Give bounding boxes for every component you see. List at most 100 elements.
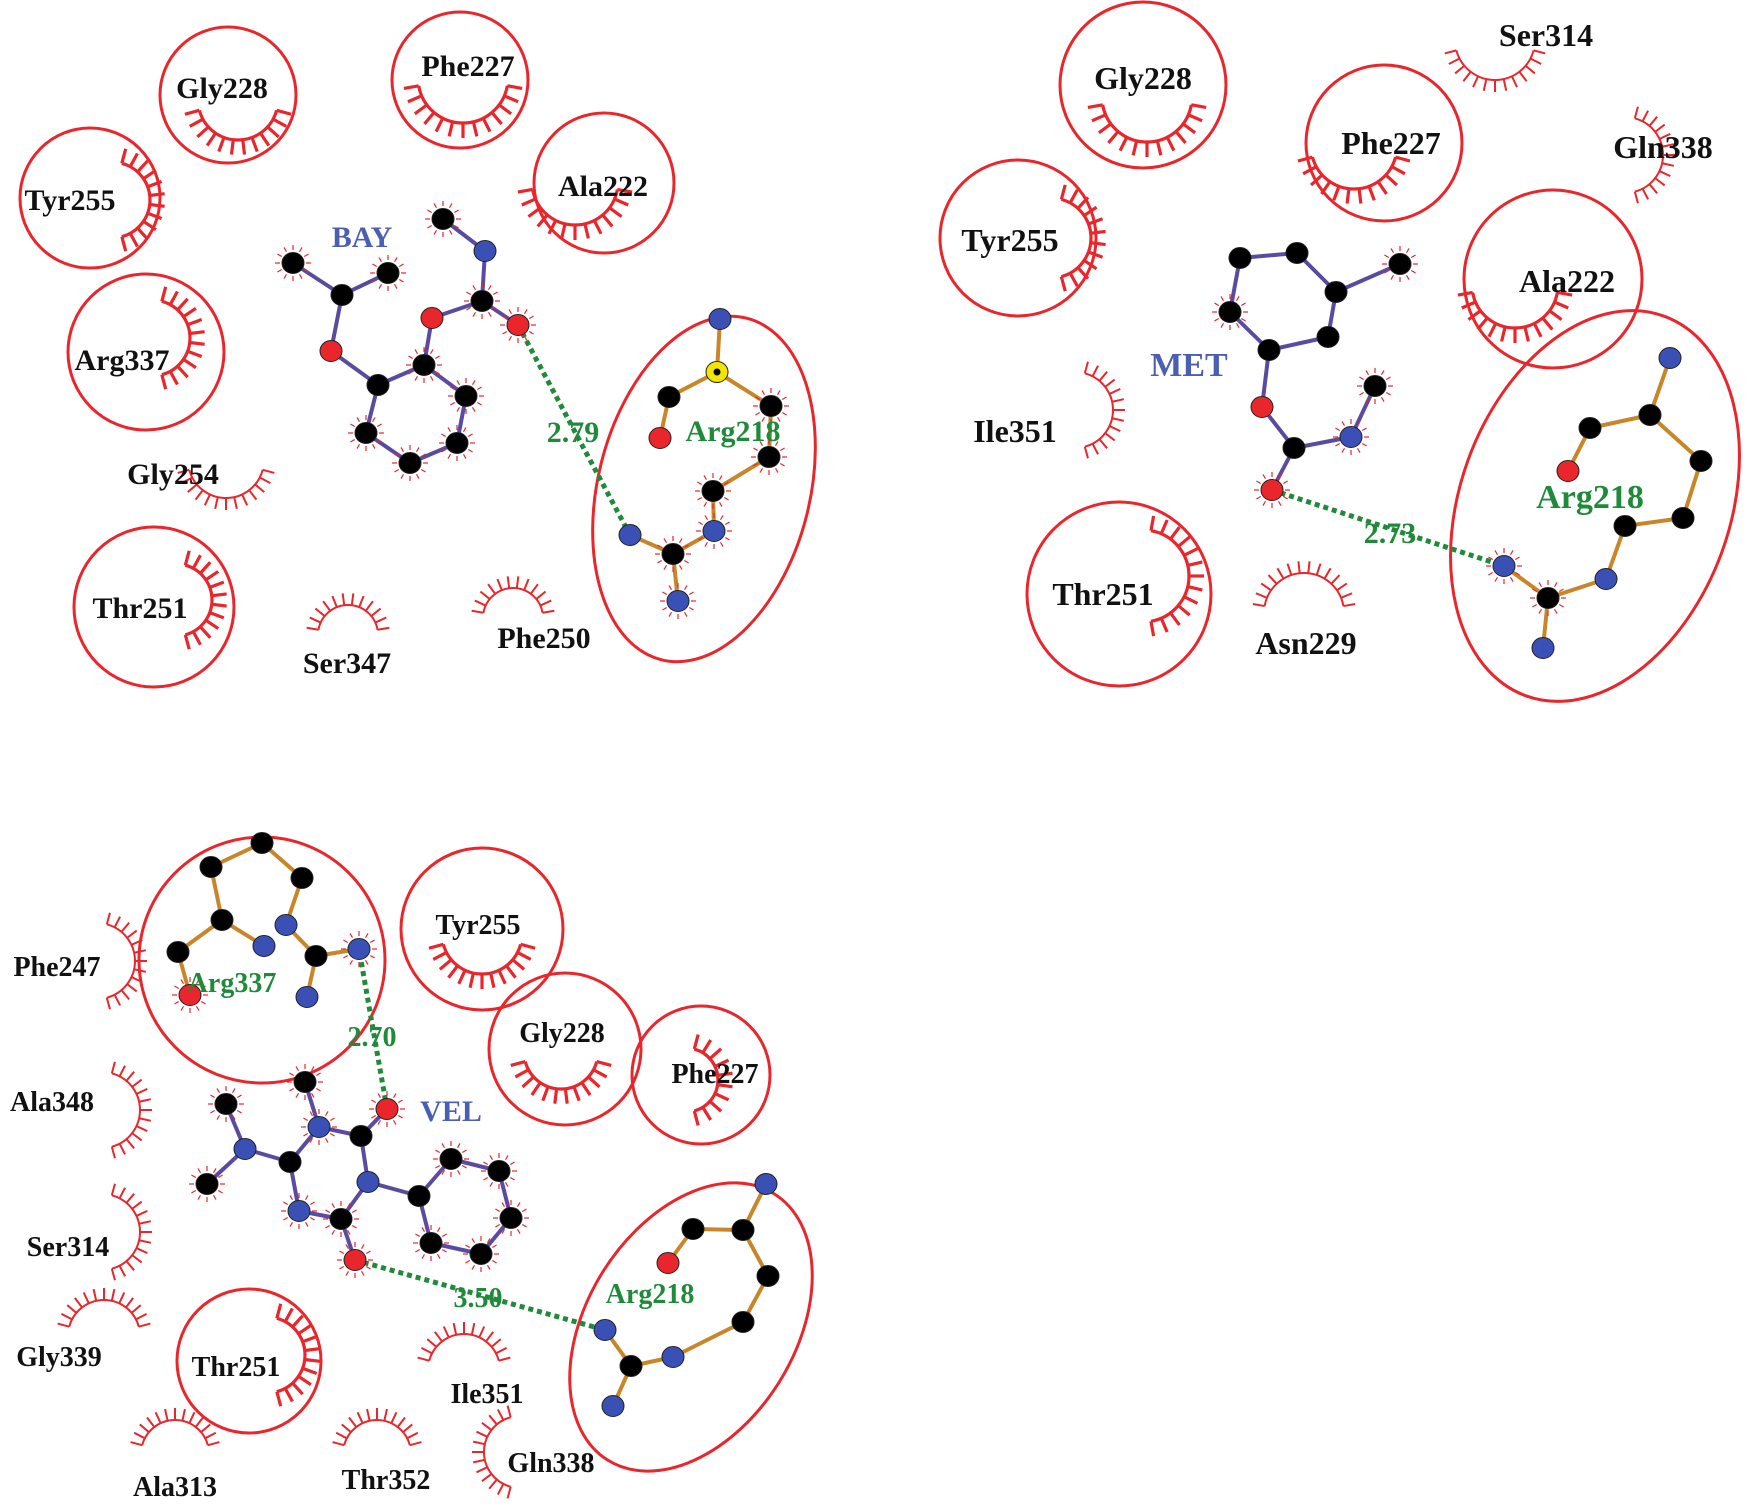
contact-spark [378,283,383,289]
arc-tick [1323,567,1332,580]
met-atom-c [1382,246,1418,282]
contact-spark [704,515,709,521]
contact-spark [1385,376,1391,381]
arc-tick [125,1297,135,1309]
contact-spark [377,1119,382,1125]
arc-tick [420,1346,433,1355]
arc-tick [505,964,517,979]
arc-tick [547,219,558,235]
residue-label-ser314: Ser314 [1499,17,1593,53]
arc-tick [105,997,111,1010]
arc-tick [521,197,537,207]
arc-tick [110,1061,116,1074]
arc-tick [374,616,387,624]
arc-tick [1131,140,1139,156]
contact-spark [309,1137,314,1143]
atom-sphere [349,1125,373,1147]
arg218-p2-atom-c [1613,515,1637,537]
contact-spark [504,1181,509,1187]
contact-spark [441,433,447,438]
ligand-label-met: MET [1150,347,1228,384]
contact-spark [1488,571,1494,576]
contact-spark [1335,442,1341,447]
arc-tick [125,1071,135,1082]
residue-label-tyr255: Tyr255 [961,222,1058,258]
atom-sphere [470,290,494,312]
contact-spark [324,1111,329,1117]
arc-tick [110,1146,116,1159]
contact-spark [759,441,764,447]
atom-sphere [210,909,234,931]
contact-spark [360,1244,365,1250]
contact-spark [663,564,668,570]
arc-tick [434,117,445,133]
contact-spark [521,1223,527,1228]
arc-tick [105,912,111,925]
contact-spark [1385,391,1391,396]
arg218-p3-atom-n [754,1173,778,1195]
arc-tick [503,94,519,104]
atom-sphere [252,935,276,957]
contact-spark [295,1066,300,1072]
arc-tick [128,232,139,248]
contact-spark [350,423,356,428]
arc-tick [1659,170,1671,178]
residue-label-phe250: Phe250 [497,622,590,655]
arc-tick [160,286,168,302]
contact-spark [427,224,433,229]
residue-label-thr251: Thr251 [192,1352,281,1383]
bay-atom-c [448,378,484,414]
atom-sphere [757,446,781,468]
arc-tick [126,983,138,993]
arc-tick [383,1408,388,1422]
arg218-p1-atom-n [618,524,642,546]
contact-spark [1553,608,1558,614]
arc-tick [1104,378,1116,388]
contact-spark [345,1270,350,1276]
arc-tick [1297,155,1313,163]
contact-spark [489,1155,494,1161]
arc-tick [476,1430,488,1438]
contact-spark [371,1114,377,1119]
arc-tick [1482,78,1488,91]
contact-spark [277,253,283,258]
contact-spark [315,1072,321,1077]
contact-spark [433,203,438,209]
arc-tick [1332,185,1341,201]
arc-tick [489,972,496,989]
arc-tick [120,989,130,1000]
residue-label-gly254: Gly254 [127,458,219,491]
arc-tick [452,1322,458,1336]
contact-spark [467,433,473,438]
arc-tick [1500,326,1507,342]
contact-spark [495,1223,501,1228]
arc-tick [520,942,536,950]
arc-tick [479,590,491,600]
arc-tick [506,1486,512,1499]
contact-spark [180,1005,185,1011]
contact-spark [1538,582,1543,588]
contact-spark [781,411,787,416]
arg218-p2-atom-c [1671,507,1695,529]
contact-spark [501,1228,506,1234]
contact-spark [502,315,508,320]
arc-tick [1109,387,1121,395]
arc-tick [176,297,189,311]
arc-tick [1276,567,1285,580]
arc-tick [1541,316,1554,331]
bay-atom-c [425,201,461,237]
arc-tick [131,976,143,984]
residue-label-phe227: Phe227 [421,50,514,83]
contact-spark [1488,556,1494,561]
atom-sphere [756,1265,780,1287]
contact-spark [1410,254,1416,259]
arc-tick [521,1075,535,1089]
bay-atom-o [319,340,343,362]
arc-tick [120,236,128,252]
arg218-p2-atom-c [1578,417,1602,439]
atom-sphere [1388,253,1412,275]
contact-spark [453,224,459,229]
contact-spark [392,1119,397,1125]
arc-tick [514,1068,530,1079]
